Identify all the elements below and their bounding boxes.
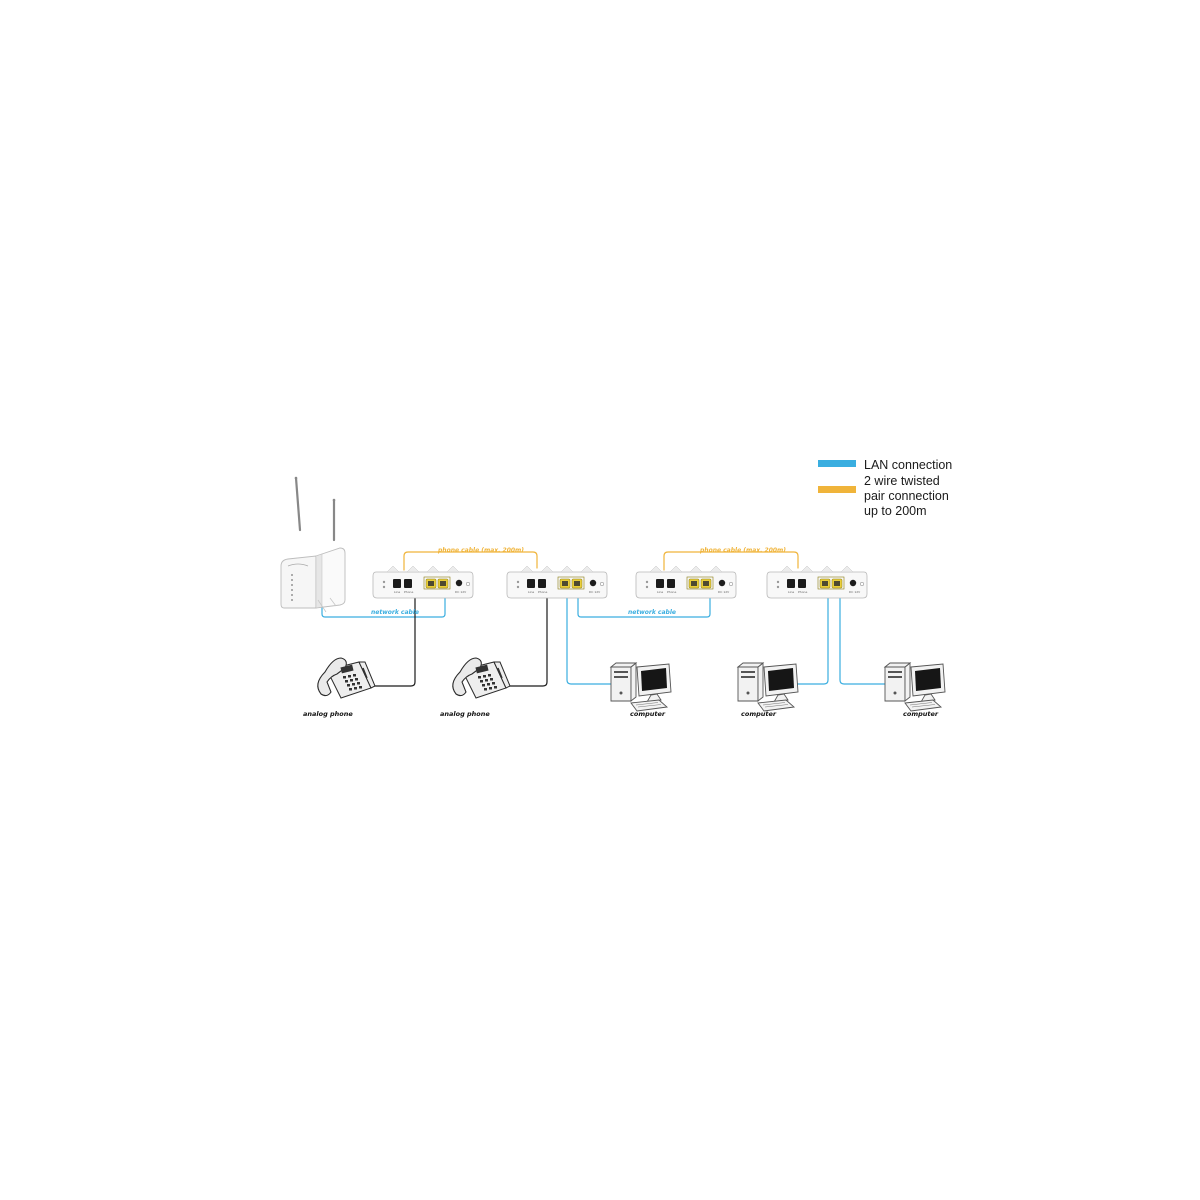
phone-cable-label-1: phone cable (max. 200m): [437, 547, 524, 554]
legend: LAN connection 2 wire twisted pair conne…: [818, 458, 952, 518]
cables: [321, 551, 887, 687]
legend-twisted-pair-label-line-3: up to 200m: [864, 504, 927, 518]
computer-icon-1: [610, 662, 672, 712]
phone-cable-1: [403, 551, 538, 571]
legend-twisted-pair-label-line-2: pair connection: [864, 489, 949, 503]
phone-line-1: [367, 597, 416, 687]
lan-cable-unit2-computer1: [566, 597, 613, 685]
legend-lan-swatch: [818, 460, 856, 467]
computer-label-1: computer: [630, 710, 666, 718]
network-cable-label-1: network cable: [371, 609, 419, 616]
extender-unit-3: [635, 565, 737, 599]
computer-icon-2: [737, 662, 799, 712]
legend-twisted-pair-label-line-1: 2 wire twisted: [864, 474, 940, 488]
legend-lan-label: LAN connection: [864, 458, 952, 472]
analog-phone-label-1: analog phone: [303, 710, 353, 718]
analog-phone-icon-1: [317, 657, 376, 699]
network-cable-label-2: network cable: [628, 609, 676, 616]
analog-phone-label-2: analog phone: [440, 710, 490, 718]
network-cable-1: [321, 597, 446, 618]
lan-cable-unit4-computer2: [791, 597, 829, 685]
computer-icon-3: [884, 662, 946, 712]
extender-unit-4: [766, 565, 868, 599]
legend-twisted-pair-swatch: [818, 486, 856, 493]
phone-line-2: [499, 597, 548, 687]
extender-unit-2: [506, 565, 608, 599]
computer-label-2: computer: [741, 710, 777, 718]
analog-phone-icon-2: [452, 657, 511, 699]
computer-label-3: computer: [903, 710, 939, 718]
network-cable-2: [577, 597, 711, 618]
lan-cable-unit4-computer3: [839, 597, 887, 685]
extender-unit-1: [372, 565, 474, 599]
phone-cable-2: [663, 551, 799, 571]
router-icon: [280, 476, 346, 613]
phone-cable-label-2: phone cable (max. 200m): [699, 547, 786, 554]
